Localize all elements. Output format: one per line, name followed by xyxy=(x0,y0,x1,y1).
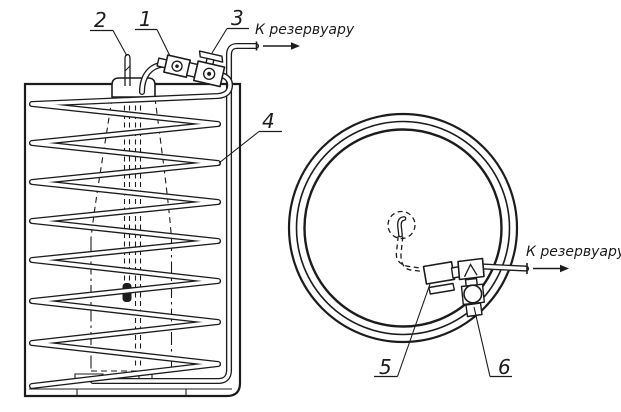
regulator-plate xyxy=(428,282,455,295)
hidden-pipe-right-line xyxy=(400,236,423,273)
valve-lower-flange xyxy=(465,302,483,318)
valve-handwheel xyxy=(463,284,483,304)
heating-coil xyxy=(28,70,234,390)
callout-5: 5 xyxy=(379,355,392,379)
tank-outer-ring xyxy=(287,112,519,344)
outlet-valve xyxy=(457,257,485,318)
top-flow-label: К резервуару xyxy=(526,244,621,260)
coil-ring xyxy=(303,128,503,328)
valve-cone-mark xyxy=(463,263,478,278)
callout-1-leader xyxy=(156,29,171,57)
side-view: К резервуару 2 1 3 4 xyxy=(23,6,355,398)
callout-3-leader xyxy=(211,28,228,54)
regulator-body xyxy=(422,260,456,285)
callout-2: 2 xyxy=(94,8,107,32)
regulator xyxy=(422,260,462,295)
cylinder-neck-collar xyxy=(111,77,156,98)
callout-2-leader xyxy=(112,30,128,57)
side-callouts: 2 1 3 4 xyxy=(90,6,282,164)
top-view: К резервуару 5 6 xyxy=(287,112,621,379)
callout-6-leader xyxy=(473,306,491,377)
hidden-pipe-left-line xyxy=(395,235,423,269)
hidden-pipe-to-regulator xyxy=(395,235,423,273)
top-outlet-flow: К резервуару xyxy=(526,244,621,273)
center-tube-elbow-core xyxy=(398,217,406,237)
thermometer-scale-tick xyxy=(124,65,131,72)
callout-4: 4 xyxy=(262,109,275,133)
riser-pipe xyxy=(89,41,260,385)
side-outlet-flow: К резервуару xyxy=(255,22,355,50)
side-flow-label: К резервуару xyxy=(255,22,355,38)
top-outlet-pipe-core xyxy=(480,264,528,271)
valve-top-body xyxy=(457,257,485,281)
callout-6: 6 xyxy=(498,355,511,379)
shutoff-valve-gland xyxy=(203,67,216,80)
union-fitting-nut xyxy=(171,60,183,72)
callout-5-leader xyxy=(396,283,431,377)
cylinder-neck-hidden-circle xyxy=(387,210,416,240)
callout-3: 3 xyxy=(231,6,244,30)
top-flow-arrow-head xyxy=(560,264,569,273)
coil-core xyxy=(30,72,232,388)
top-outlet-pipe xyxy=(478,263,530,274)
union-fitting-bore xyxy=(175,64,179,68)
tank-inner-ring xyxy=(295,120,511,336)
valve-handle xyxy=(198,50,224,63)
callout-1: 1 xyxy=(139,7,152,31)
riser-pipe-core xyxy=(91,44,258,383)
fitting-valve-assembly xyxy=(156,50,226,88)
top-callouts: 5 6 xyxy=(374,283,512,379)
side-flow-arrow-head xyxy=(291,42,300,50)
tank-outline xyxy=(23,82,242,398)
shutoff-valve-bore xyxy=(207,71,212,76)
cylinder-shoulder-left xyxy=(90,97,113,239)
thermometer-tube xyxy=(124,53,131,86)
callout-4-leader xyxy=(218,131,260,164)
